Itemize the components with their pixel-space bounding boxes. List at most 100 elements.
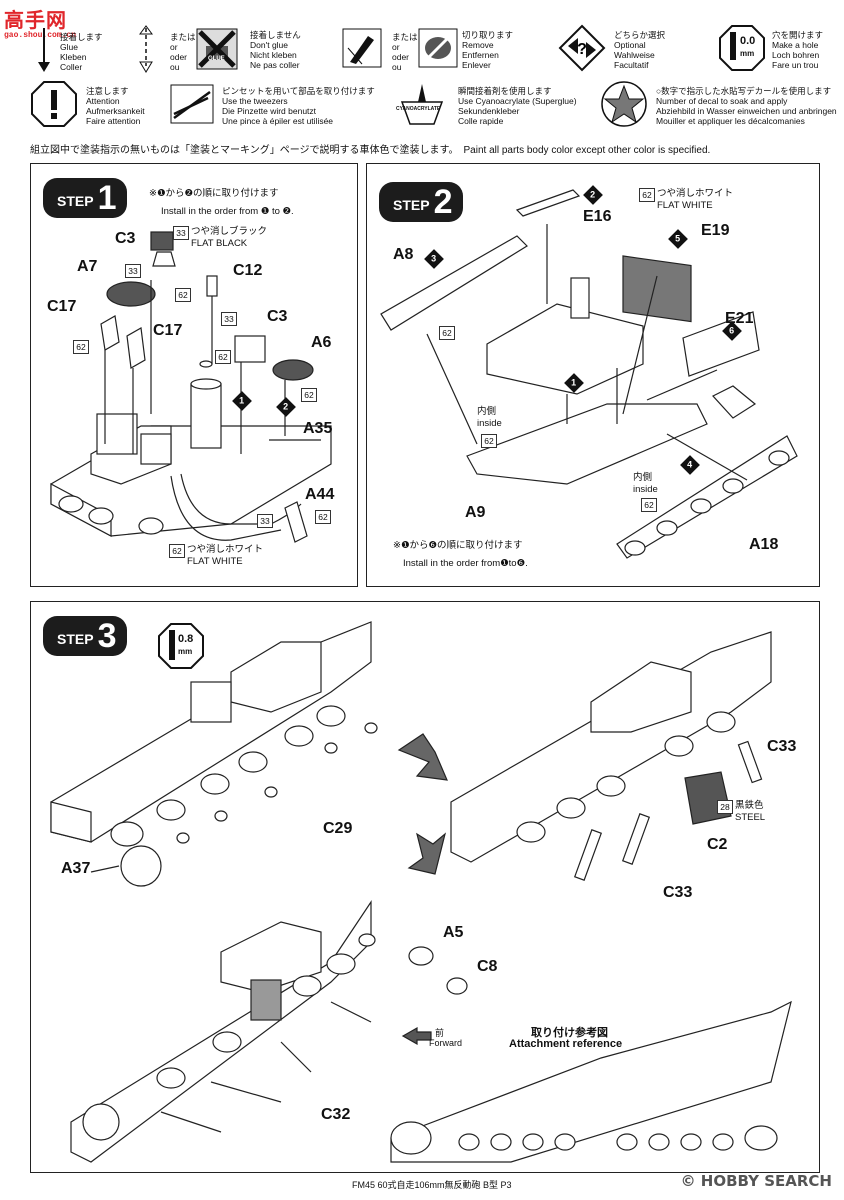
cyanoacrylate-icon: CYANOACRYLATE bbox=[394, 80, 450, 128]
color-code-box: 33 bbox=[257, 514, 273, 528]
publisher-mark: © HOBBY SEARCH bbox=[680, 1172, 832, 1190]
watermark: 高手网 gao.shou.com.cn bbox=[4, 4, 76, 40]
step1-hull-drawing bbox=[50, 231, 332, 543]
forward-en: Forward bbox=[429, 1038, 463, 1048]
part-label: C3 bbox=[267, 308, 288, 325]
step2-chassis-drawing bbox=[380, 189, 798, 559]
paint-note: 組立図中で塗装指示の無いものは「塗装とマーキング」ページで説明する車体色で塗装し… bbox=[30, 145, 711, 156]
color-code-box: 62 bbox=[215, 350, 231, 364]
step1-order-jp: ※❶から❷の順に取り付けます bbox=[149, 188, 279, 199]
steel-jp: 黒鉄色 bbox=[735, 800, 764, 811]
part-label: A37 bbox=[61, 860, 91, 877]
color-jp: つや消しホワイト bbox=[657, 188, 734, 199]
optional-icon: ? bbox=[558, 24, 606, 72]
color-code-box: 62 bbox=[73, 340, 89, 354]
color-code-box: 62 bbox=[175, 288, 191, 302]
drill-hole-icon: 0.8 mm bbox=[157, 622, 205, 670]
color-code-box: 28 bbox=[717, 800, 733, 814]
color-code-box: 62 bbox=[481, 434, 497, 448]
hole-unit: mm bbox=[740, 49, 755, 58]
dont-glue-arrow-icon bbox=[139, 25, 153, 73]
tweezers-icon bbox=[170, 84, 214, 124]
part-label: C17 bbox=[47, 298, 77, 315]
drill-hole-icon: 0.0 mm bbox=[718, 24, 766, 72]
watermark-logo: 高手网 bbox=[4, 8, 67, 32]
glue-label: GLUE bbox=[208, 56, 225, 62]
part-label: E16 bbox=[583, 208, 612, 225]
color-code-box: 62 bbox=[169, 544, 185, 558]
nipper-icon bbox=[418, 28, 458, 68]
part-label: C3 bbox=[115, 230, 136, 247]
part-label: C29 bbox=[323, 820, 353, 837]
color-code-box: 62 bbox=[439, 326, 455, 340]
color-code-box: 33 bbox=[125, 264, 141, 278]
part-label: C2 bbox=[707, 836, 728, 853]
steel-en: STEEL bbox=[735, 812, 766, 823]
part-label: A18 bbox=[749, 536, 779, 553]
decal-star-icon bbox=[601, 81, 647, 127]
cyano-label: CYANOACRYLATE bbox=[396, 106, 441, 112]
inside-jp: 内側 bbox=[633, 472, 653, 483]
color-code-box: 33 bbox=[173, 226, 189, 240]
svg-text:?: ? bbox=[577, 41, 587, 58]
step2-order-en: Install in the order from❶to❻. bbox=[403, 558, 528, 569]
color-code-box: 62 bbox=[639, 188, 655, 202]
color-code-box: 62 bbox=[315, 510, 331, 524]
hole-value: 0.0 bbox=[740, 35, 756, 47]
part-label: A44 bbox=[305, 486, 335, 503]
part-label: A5 bbox=[443, 924, 464, 941]
step2-order-jp: ※❶から❻の順に取り付けます bbox=[393, 540, 523, 551]
part-label: C17 bbox=[153, 322, 183, 339]
inside-jp: 内側 bbox=[477, 406, 497, 417]
step1-order-en: Install in the order from ❶ to ❷. bbox=[161, 206, 294, 217]
part-label: C32 bbox=[321, 1106, 351, 1123]
page-caption: FM45 60式自走106mm無反動砲 B型 P3 bbox=[352, 1180, 512, 1190]
part-label: C33 bbox=[767, 738, 797, 755]
color-code-box: 62 bbox=[641, 498, 657, 512]
color-code-box: 33 bbox=[221, 312, 237, 326]
hole-value: 0.8 bbox=[178, 633, 194, 645]
part-label: A35 bbox=[303, 420, 333, 437]
part-label: A8 bbox=[393, 246, 414, 263]
hole-unit: mm bbox=[178, 647, 193, 656]
color-b-en: FLAT WHITE bbox=[187, 556, 243, 567]
glue-arrow-icon bbox=[38, 28, 50, 72]
knife-icon bbox=[342, 28, 382, 68]
attention-icon bbox=[31, 81, 77, 127]
part-label: C8 bbox=[477, 958, 498, 975]
watermark-url: gao.shou.com.cn bbox=[4, 31, 77, 40]
part-label: E19 bbox=[701, 222, 730, 239]
forward-jp: 前 bbox=[435, 1028, 445, 1038]
color-b-jp: つや消しホワイト bbox=[187, 544, 264, 555]
color-code-box: 62 bbox=[301, 388, 317, 402]
color-a-en: FLAT BLACK bbox=[191, 238, 248, 249]
no-glue-icon: GLUE bbox=[196, 28, 238, 70]
part-label: C12 bbox=[233, 262, 263, 279]
part-label: C33 bbox=[663, 884, 693, 901]
part-label: A7 bbox=[77, 258, 98, 275]
step3-suspension-drawing bbox=[50, 621, 792, 1163]
inside-en: inside bbox=[633, 484, 658, 495]
color-en: FLAT WHITE bbox=[657, 200, 713, 211]
reference-title-jp: 取り付け参考図 bbox=[531, 1027, 608, 1039]
part-label: A9 bbox=[465, 504, 486, 521]
part-label: A6 bbox=[311, 334, 332, 351]
color-a-jp: つや消しブラック bbox=[191, 226, 268, 237]
reference-title-en: Attachment reference bbox=[509, 1038, 623, 1050]
